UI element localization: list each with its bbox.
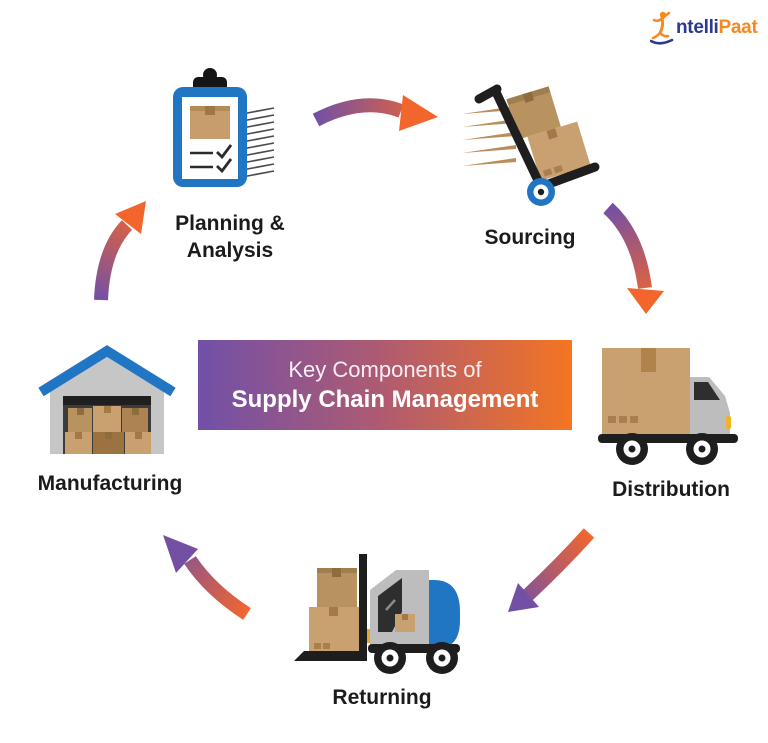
arrow-distribution-to-returning (508, 528, 595, 612)
manufacturing-label: Manufacturing (37, 472, 183, 495)
clipboard-checklist-icon (173, 68, 275, 187)
logo-text-blue: ntelli (676, 17, 719, 38)
logo-text-orange: Paat (718, 17, 758, 38)
intellipaat-person-icon (650, 11, 674, 45)
returning-label: Returning (332, 686, 432, 709)
arrow-sourcing-to-distribution (603, 202, 664, 314)
distribution-label: Distribution (612, 478, 730, 501)
arrow-planning-to-sourcing (312, 95, 438, 131)
forklift-icon (294, 554, 460, 674)
banner-title-line2: Supply Chain Management (231, 385, 539, 413)
delivery-truck-icon (598, 348, 738, 465)
planning-label-line2: Analysis (186, 239, 274, 262)
hand-truck-icon (462, 84, 600, 206)
sourcing-label: Sourcing (484, 226, 576, 249)
warehouse-icon (38, 345, 176, 454)
center-banner: Key Components of Supply Chain Managemen… (198, 340, 572, 430)
planning-analysis-label: Planning & Analysis (145, 210, 315, 264)
arrow-manufacturing-to-planning (94, 201, 146, 301)
intellipaat-logo: ntelliPaat (650, 10, 758, 46)
arrow-returning-to-manufacturing (163, 535, 251, 620)
logo-text: ntelliPaat (676, 17, 758, 39)
planning-label-line1: Planning & (175, 212, 285, 235)
banner-title-line1: Key Components of (288, 356, 482, 382)
